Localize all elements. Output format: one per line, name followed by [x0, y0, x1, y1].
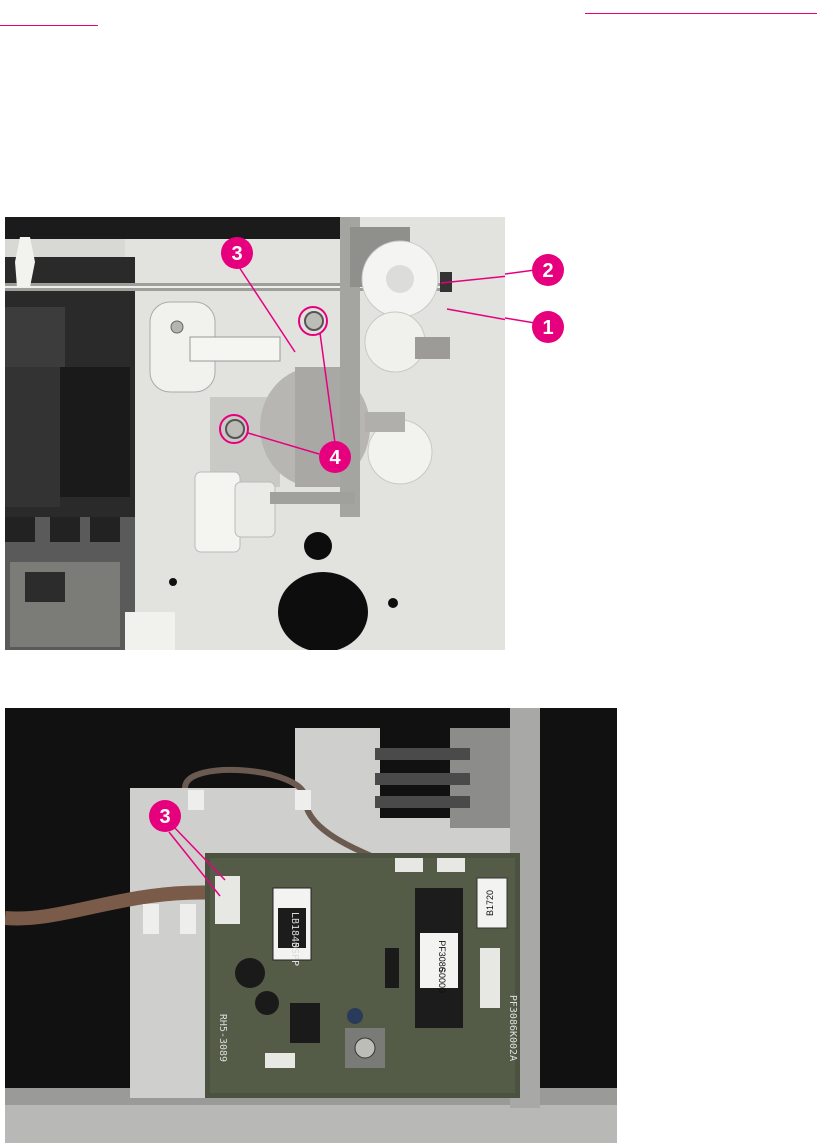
svg-text:3: 3 [231, 243, 242, 265]
motor-screw-lower [225, 419, 245, 439]
callout-2 [440, 275, 505, 284]
control-pcb-illustration: LB1845 0SPP PF3086 S0000 B1720 RH5-3089 … [5, 708, 617, 1143]
hyperlink-underline-line-1[interactable] [585, 0, 817, 14]
svg-text:0SPP: 0SPP [289, 942, 300, 966]
svg-text:4: 4 [329, 447, 341, 469]
callout-4-ring-upper [298, 306, 328, 336]
svg-text:PF3086K002A: PF3086K002A [507, 995, 518, 1061]
figure-control-pcb-photo: LB1845 0SPP PF3086 S0000 B1720 RH5-3089 … [5, 708, 617, 1143]
connector-j3 [215, 876, 240, 924]
callout-1 [446, 308, 505, 321]
label-sticker [476, 877, 508, 929]
callout-3-pcb: 3 [149, 800, 226, 897]
svg-text:1: 1 [542, 317, 553, 339]
svg-text:2: 2 [542, 260, 553, 282]
svg-text:PF3086: PF3086 [437, 940, 447, 972]
svg-text:LB1845: LB1845 [289, 912, 300, 948]
callout-3: 3 [221, 237, 296, 353]
callout-4-ring-lower [219, 414, 249, 444]
motor-assembly-illustration: 3 4 [5, 217, 505, 650]
figure-1-external-callouts: 2 1 [505, 254, 564, 343]
callout-1-bubble: 1 [532, 311, 564, 343]
callout-4: 4 [219, 306, 351, 473]
figure-motor-assembly-photo: 3 4 [5, 217, 505, 650]
hyperlink-underline[interactable] [0, 0, 830, 30]
svg-text:B1720: B1720 [485, 890, 495, 916]
hyperlink-underline-line-2[interactable] [0, 12, 98, 26]
svg-text:3: 3 [159, 806, 170, 828]
callout-2-bubble: 2 [532, 254, 564, 286]
motor-screw-upper [304, 311, 324, 331]
svg-text:RH5-3089: RH5-3089 [217, 1014, 228, 1062]
svg-text:S0000: S0000 [437, 967, 447, 993]
